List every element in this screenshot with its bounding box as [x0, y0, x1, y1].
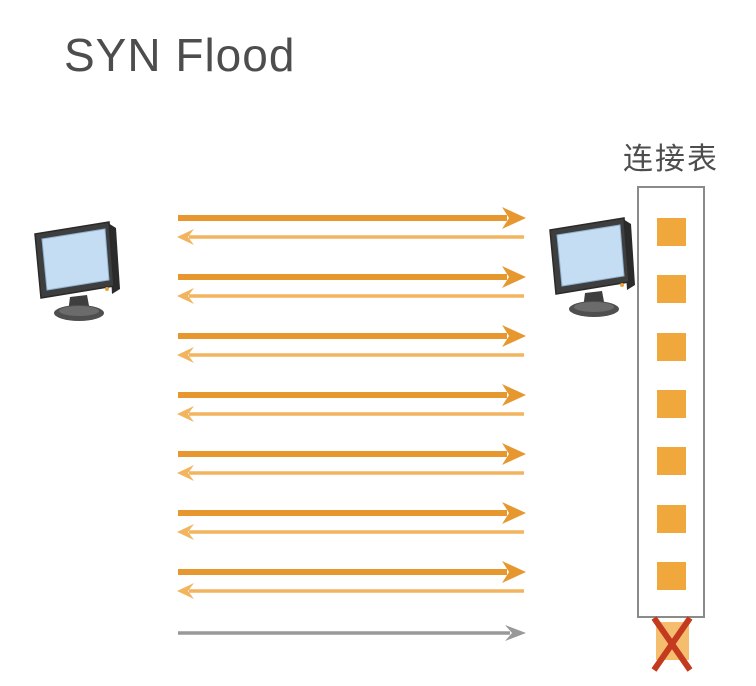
synack-arrow — [177, 406, 524, 422]
connection-slot — [656, 447, 686, 476]
server-monitor-icon — [549, 217, 635, 317]
syn-arrow — [178, 325, 526, 347]
synack-arrow — [177, 465, 524, 481]
syn-arrow — [178, 561, 526, 583]
connection-slot — [656, 332, 686, 361]
timeout-arrow — [178, 625, 526, 641]
synack-arrow — [177, 347, 524, 363]
connection-slot — [656, 504, 686, 533]
synack-arrow — [177, 524, 524, 540]
client-monitor-icon — [34, 221, 120, 321]
synack-arrow — [177, 229, 524, 245]
rejection-cross-icon — [651, 616, 693, 672]
connection-slot — [656, 389, 686, 418]
connection-slot — [656, 561, 686, 590]
synack-arrow — [177, 288, 524, 304]
syn-arrow — [178, 207, 526, 229]
syn-arrow — [178, 384, 526, 406]
connection-slot — [656, 218, 686, 246]
syn-arrow — [178, 502, 526, 524]
diagram-title: SYN Flood — [64, 29, 296, 81]
connection-table-label: 连接表 — [623, 143, 719, 176]
overflow-slot — [648, 614, 696, 674]
syn-arrow — [178, 266, 526, 288]
synack-arrow — [177, 583, 524, 599]
connection-table-box — [637, 186, 705, 618]
syn-arrow — [178, 443, 526, 465]
connection-slot — [656, 275, 686, 304]
